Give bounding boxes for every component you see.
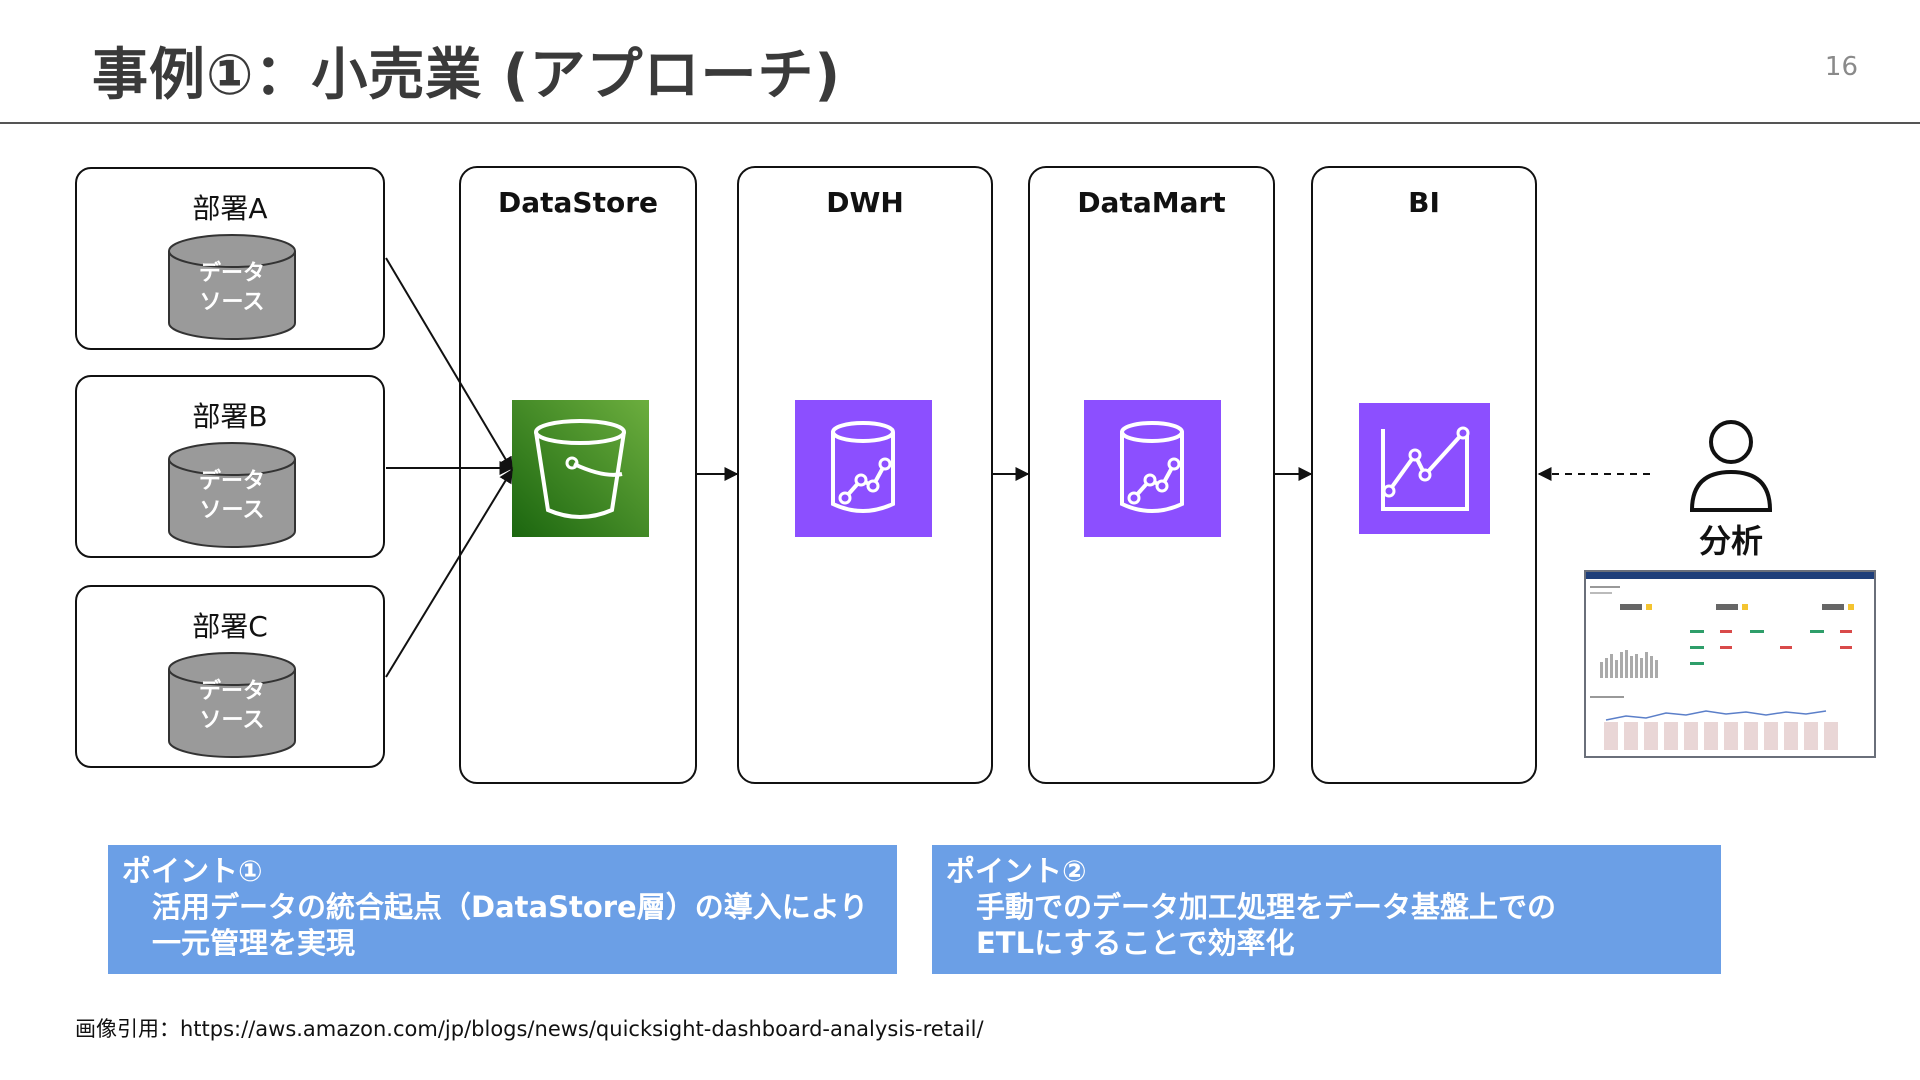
dashboard-screenshot-thumbnail (1584, 570, 1876, 758)
quicksight-chart-icon (1359, 403, 1490, 534)
database-analytics-icon (795, 400, 932, 537)
database-cylinder-icon (168, 234, 296, 340)
arrow-dept-a-to-datastore (385, 257, 513, 472)
db-label: データソース (198, 469, 265, 523)
dept-label: 部署C (192, 610, 268, 643)
database-analytics-icon (1084, 400, 1221, 537)
source-box-dept-c: 部署C データソース (75, 585, 385, 768)
image-citation: 画像引用：https://aws.amazon.com/jp/blogs/new… (75, 1017, 984, 1041)
slide-title: 事例①：小売業 (アプローチ) (92, 43, 842, 108)
stage-title: DataStore (497, 186, 658, 219)
stage-title: DWH (826, 186, 904, 219)
point-heading: ポイント② (946, 854, 1087, 888)
point-heading: ポイント① (122, 854, 263, 888)
page-number: 16 (1824, 52, 1858, 82)
point-text-line: ETLにすることで効率化 (976, 926, 1295, 960)
stage-title: DataMart (1077, 186, 1226, 219)
dashboard-preview-image (1586, 572, 1874, 750)
s3-bucket-icon (512, 400, 649, 537)
dept-label: 部署A (192, 192, 268, 225)
point-text-line: 手動でのデータ加工処理をデータ基盤上での (976, 890, 1557, 924)
stage-title: BI (1408, 186, 1440, 219)
source-box-dept-a: 部署A データソース (75, 167, 385, 350)
db-label: データソース (198, 679, 265, 733)
point-box-2: ポイント② 手動でのデータ加工処理をデータ基盤上での ETLにすることで効率化 (932, 845, 1721, 974)
source-box-dept-b: 部署B データソース (75, 375, 385, 558)
database-cylinder-icon (168, 442, 296, 548)
point-text-line: 一元管理を実現 (152, 926, 356, 960)
dept-label: 部署B (192, 400, 268, 433)
database-cylinder-icon (168, 652, 296, 758)
arrow-dept-c-to-datastore (385, 468, 513, 678)
point-box-1: ポイント① 活用データの統合起点（DataStore層）の導入により 一元管理を… (108, 845, 897, 974)
analyst-label: 分析 (1698, 522, 1763, 560)
title-divider (0, 122, 1920, 124)
db-label: データソース (198, 261, 265, 315)
user-icon (1689, 420, 1773, 512)
point-text-line: 活用データの統合起点（DataStore層）の導入により (152, 890, 869, 924)
